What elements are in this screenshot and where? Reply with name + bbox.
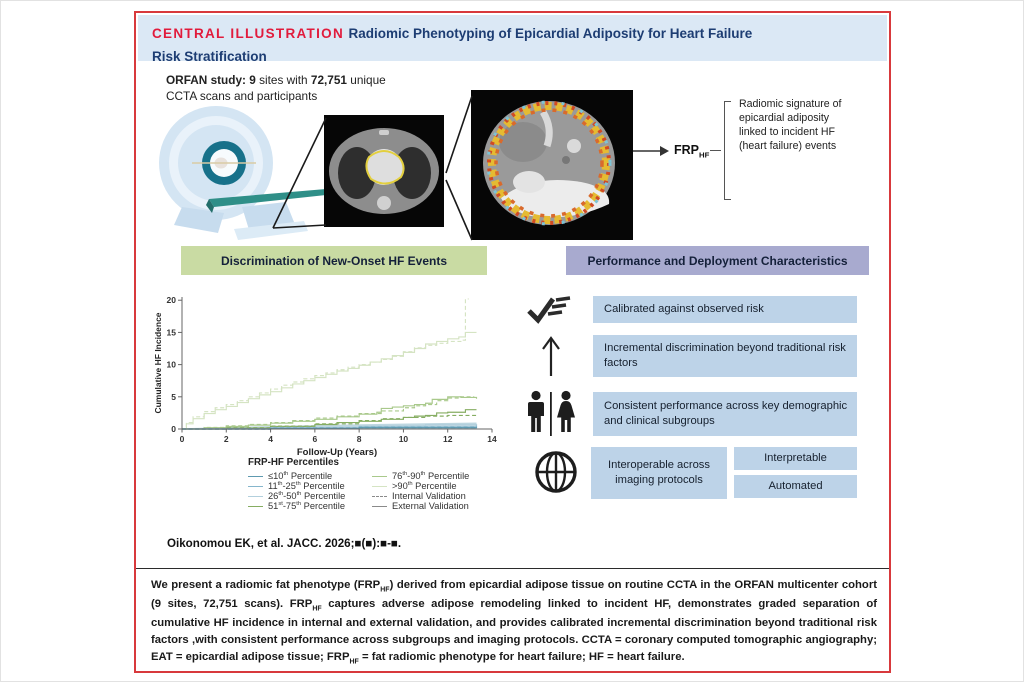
legend-item: External Validation [372,501,532,511]
performance-box-interoperable: Interoperable across imaging protocols [591,447,727,499]
svg-text:6: 6 [312,434,317,444]
ct-scanner-illustration [159,106,326,240]
performance-box-automated: Automated [734,475,857,498]
check-list-icon [527,296,571,324]
svg-text:14: 14 [487,434,497,444]
male-female-icon [528,390,575,436]
svg-text:10: 10 [167,360,177,370]
legend-item: Internal Validation [372,491,532,501]
performance-box-interpretable: Interpretable [734,447,857,470]
svg-text:5: 5 [171,392,176,402]
bracket-shape [724,101,731,200]
svg-text:20: 20 [167,295,177,305]
legend-item: 26th-50th Percentile [248,491,366,501]
legend-item: 76th-90th Percentile [372,471,532,481]
performance-box-incremental: Incremental discrimination beyond tradit… [593,335,857,377]
caption-divider [136,568,889,569]
legend-label: External Validation [392,501,469,512]
legend-label: 11th-25th Percentile [268,481,345,492]
svg-text:4: 4 [268,434,273,444]
legend-item: ≤10th Percentile [248,471,366,481]
legend-swatch [248,495,263,497]
legend-label: 76th-90th Percentile [392,471,470,482]
legend-label: Internal Validation [392,491,466,502]
legend-item: 11th-25th Percentile [248,481,366,491]
arrow-right-icon [633,146,669,156]
central-illustration-kicker: CENTRAL ILLUSTRATION [152,26,344,41]
legend-swatch [248,505,263,507]
svg-text:Cumulative HF Incidence: Cumulative HF Incidence [153,312,163,413]
legend-swatch [248,475,263,477]
legend-swatch [372,505,387,507]
svg-text:0: 0 [180,434,185,444]
orfan-study-text: ORFAN study: 9 sites with 72,751 unique … [166,73,386,103]
arrow-up-icon [542,336,560,376]
legend-swatch [372,485,387,487]
legend-item: 51st-75th Percentile [248,501,366,511]
legend-item: >90th Percentile [372,481,532,491]
legend-swatch [372,475,387,477]
ct-scan-zoomed-radiomic [471,90,633,240]
performance-box-consistent: Consistent performance across key demogr… [593,392,857,436]
svg-text:12: 12 [443,434,453,444]
section-header-discrimination: Discrimination of New-Onset HF Events [181,246,487,275]
central-illustration-frame: CENTRAL ILLUSTRATION Radiomic Phenotypin… [134,11,891,673]
svg-text:10: 10 [399,434,409,444]
legend-swatch [372,495,387,497]
citation: Oikonomou EK, et al. JACC. 2026;■(■):■-■… [167,537,402,550]
figure-caption: We present a radiomic fat phenotype (FRP… [151,579,877,666]
frp-annotation: Radiomic signature of epicardial adiposi… [739,98,842,152]
legend-label: >90th Percentile [392,481,457,492]
svg-text:Follow-Up (Years): Follow-Up (Years) [297,447,377,458]
legend-label: 51st-75th Percentile [268,501,345,512]
globe-icon [535,451,577,493]
legend-swatch [248,485,263,487]
performance-box-calibrated: Calibrated against observed risk [593,296,857,323]
section-header-performance: Performance and Deployment Characteristi… [566,246,869,275]
title-band: CENTRAL ILLUSTRATION Radiomic Phenotypin… [138,15,887,65]
legend-label: 26th-50th Percentile [268,491,346,502]
legend-title: FRP-HF Percentiles [248,457,339,468]
legend-label: ≤10th Percentile [268,471,333,482]
svg-text:15: 15 [167,327,177,337]
frp-bracket-tick [710,150,721,151]
svg-text:2: 2 [224,434,229,444]
figure-title-line2: Risk Stratification [152,49,267,65]
frp-hf-label: FRPHF [674,143,710,160]
ct-scan-axial [324,115,444,227]
figure-title-line1: Radiomic Phenotyping of Epicardial Adipo… [152,26,753,65]
connector-lines [272,95,473,241]
svg-text:0: 0 [171,424,176,434]
svg-text:8: 8 [357,434,362,444]
